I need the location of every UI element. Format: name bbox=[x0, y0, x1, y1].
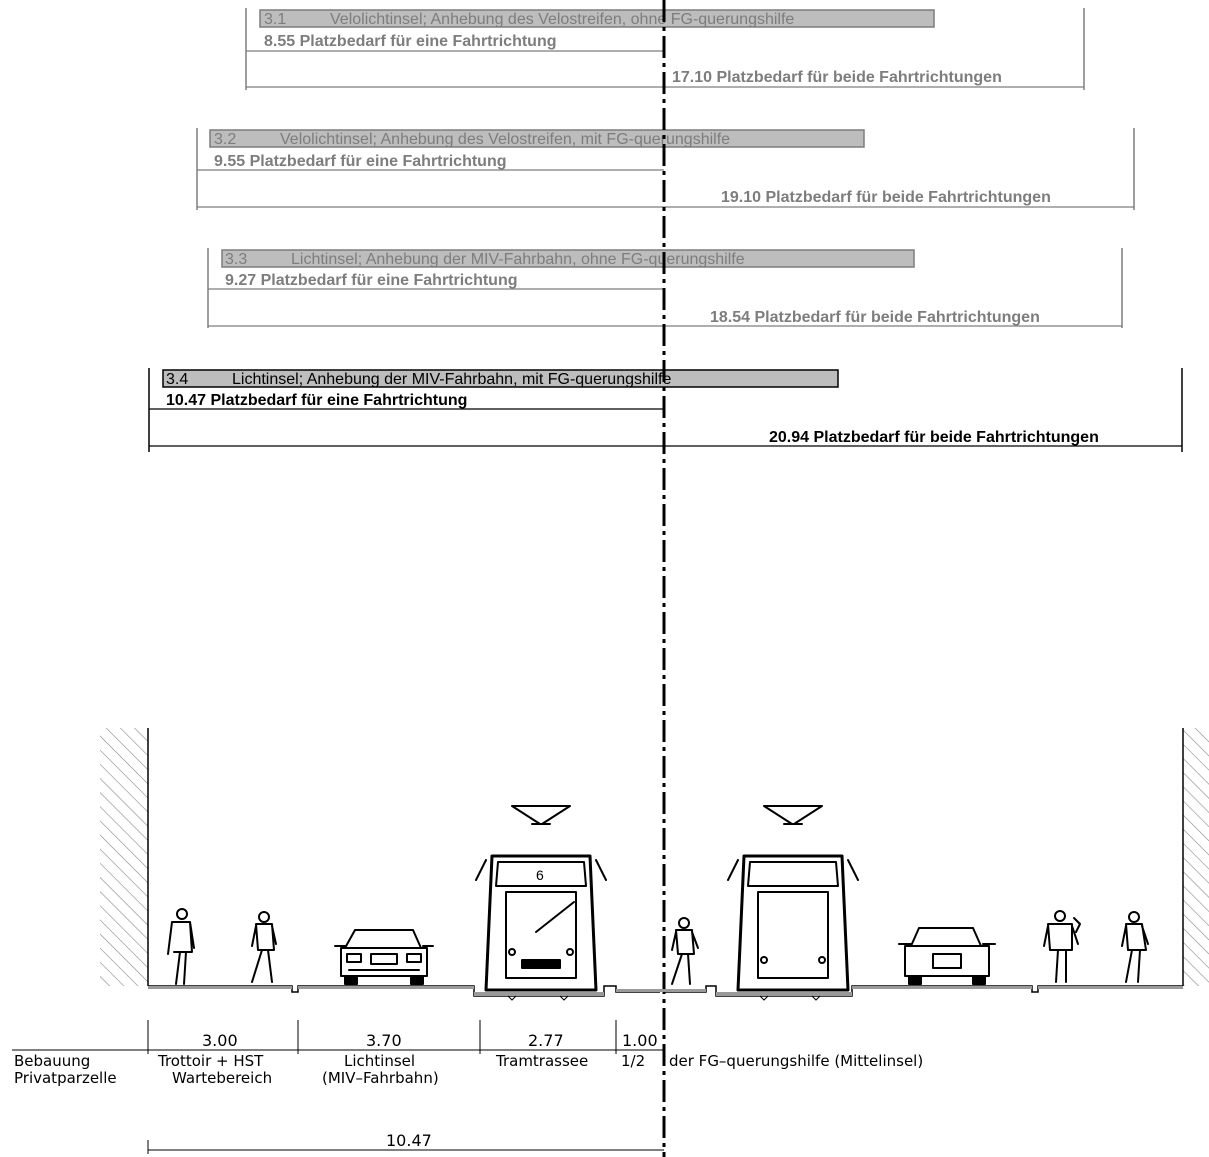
pedestrian-figure bbox=[1121, 911, 1149, 983]
variant-title: Lichtinsel; Anhebung der MIV-Fahrbahn, o… bbox=[291, 251, 745, 268]
one-direction-label: 9.55 Platzbedarf für eine Fahrtrichtung bbox=[214, 153, 507, 170]
variant-3-2: 3.2 Velolichtinsel; Anhebung des Velostr… bbox=[196, 128, 1135, 210]
pedestrian-figure bbox=[251, 911, 277, 983]
label-wartebereich: Wartebereich bbox=[172, 1069, 272, 1087]
dim-querung: 1.00 bbox=[622, 1031, 658, 1050]
variant-number: 3.1 bbox=[264, 11, 286, 28]
one-direction-label: 9.27 Platzbedarf für eine Fahrtrichtung bbox=[225, 272, 518, 289]
variant-title: Velolichtinsel; Anhebung des Velostreife… bbox=[280, 131, 730, 148]
variant-title: Velolichtinsel; Anhebung des Velostreife… bbox=[330, 11, 794, 28]
variant-3-1: 3.1 Velolichtinsel; Anhebung des Velostr… bbox=[245, 8, 1085, 90]
both-directions-label: 20.94 Platzbedarf für beide Fahrtrichtun… bbox=[769, 429, 1099, 446]
label-half: 1/2 bbox=[621, 1052, 645, 1070]
dim-tramtrassee: 2.77 bbox=[528, 1031, 564, 1050]
label-querungshilfe: der FG–querungshilfe (Mittelinsel) bbox=[669, 1052, 923, 1070]
label-privatparzelle: Privatparzelle bbox=[14, 1069, 117, 1087]
car-rear-view bbox=[898, 927, 996, 985]
variant-3-3: 3.3 Lichtinsel; Anhebung der MIV-Fahrbah… bbox=[207, 248, 1123, 328]
tram-rear-view bbox=[727, 805, 859, 992]
variant-title: Lichtinsel; Anhebung der MIV-Fahrbahn, m… bbox=[232, 371, 671, 388]
one-direction-label: 10.47 Platzbedarf für eine Fahrtrichtung bbox=[166, 392, 467, 409]
variant-title-box bbox=[209, 129, 865, 148]
label-trottoir: Trottoir + HST bbox=[157, 1052, 264, 1070]
variant-number: 3.3 bbox=[225, 251, 247, 268]
one-direction-label: 8.55 Platzbedarf für eine Fahrtrichtung bbox=[264, 33, 557, 50]
variant-title-box bbox=[259, 9, 935, 28]
pedestrian-figure bbox=[167, 908, 195, 985]
variant-title-box bbox=[221, 249, 915, 268]
pedestrian-figure bbox=[671, 917, 699, 985]
total-dimension: 10.47 bbox=[147, 1131, 664, 1154]
label-lichtinsel: Lichtinsel bbox=[344, 1052, 415, 1070]
label-miv-fahrbahn: (MIV–Fahrbahn) bbox=[322, 1069, 439, 1087]
dimension-row: 3.00 3.70 2.77 1.00 Bebauung Privatparze… bbox=[12, 1020, 923, 1087]
variant-number: 3.4 bbox=[166, 371, 188, 388]
both-directions-label: 17.10 Platzbedarf für beide Fahrtrichtun… bbox=[672, 69, 1002, 86]
building-right bbox=[1182, 728, 1209, 986]
variant-3-4: 3.4 Lichtinsel; Anhebung der MIV-Fahrbah… bbox=[148, 368, 1183, 452]
total-width-value: 10.47 bbox=[386, 1131, 432, 1150]
variant-title-box bbox=[162, 369, 839, 388]
dim-lichtinsel: 3.70 bbox=[366, 1031, 402, 1050]
label-tramtrassee: Tramtrassee bbox=[495, 1052, 588, 1070]
building-left bbox=[100, 728, 149, 986]
tram-front-view: 6 bbox=[475, 805, 607, 992]
both-directions-label: 19.10 Platzbedarf für beide Fahrtrichtun… bbox=[721, 189, 1051, 206]
car-front-view bbox=[334, 929, 434, 985]
pedestrian-figure bbox=[1043, 910, 1081, 983]
variant-number: 3.2 bbox=[214, 131, 236, 148]
dim-trottoir: 3.00 bbox=[202, 1031, 238, 1050]
road-profile bbox=[148, 985, 1183, 1001]
both-directions-label: 18.54 Platzbedarf für beide Fahrtrichtun… bbox=[710, 309, 1040, 326]
label-bebauung: Bebauung bbox=[14, 1052, 90, 1070]
tram-route-number: 6 bbox=[536, 867, 544, 883]
